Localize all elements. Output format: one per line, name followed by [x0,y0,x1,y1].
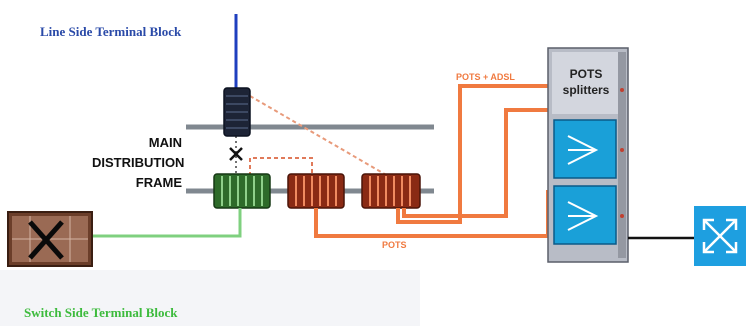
pots-splitter-rack [547,47,629,263]
line-side-terminal-block [223,87,251,137]
adsl-side-block [361,173,421,209]
jumper-dashed-long [249,95,389,177]
switch-link [92,208,242,238]
jumper-dashed-short [249,157,313,176]
mdf-label-line1: MAIN [148,135,182,150]
splitters-label-line2: splitters [563,83,610,97]
switch-side-block [213,173,271,209]
line-side-title: Line Side Terminal Block [40,24,182,39]
mdf-label: MAIN DISTRIBUTION FRAME [92,133,185,193]
switch-icon [694,206,746,266]
voice-switch [7,211,93,267]
pots-adsl-label: POTS + ADSL [456,72,515,82]
pots-adsl-cable-outer [396,84,560,224]
pots-label: POTS [382,240,407,250]
mdf-label-line3: FRAME [135,175,182,190]
x-cross-connect-icon [229,147,243,161]
mdf-label-line2: DISTRIBUTION [92,155,185,170]
switch-side-title: Switch Side Terminal Block [24,305,178,320]
splitters-label-line1: POTS [570,67,603,81]
splitter-side-block [287,173,345,209]
pots-adsl-cable-inner [402,108,560,218]
